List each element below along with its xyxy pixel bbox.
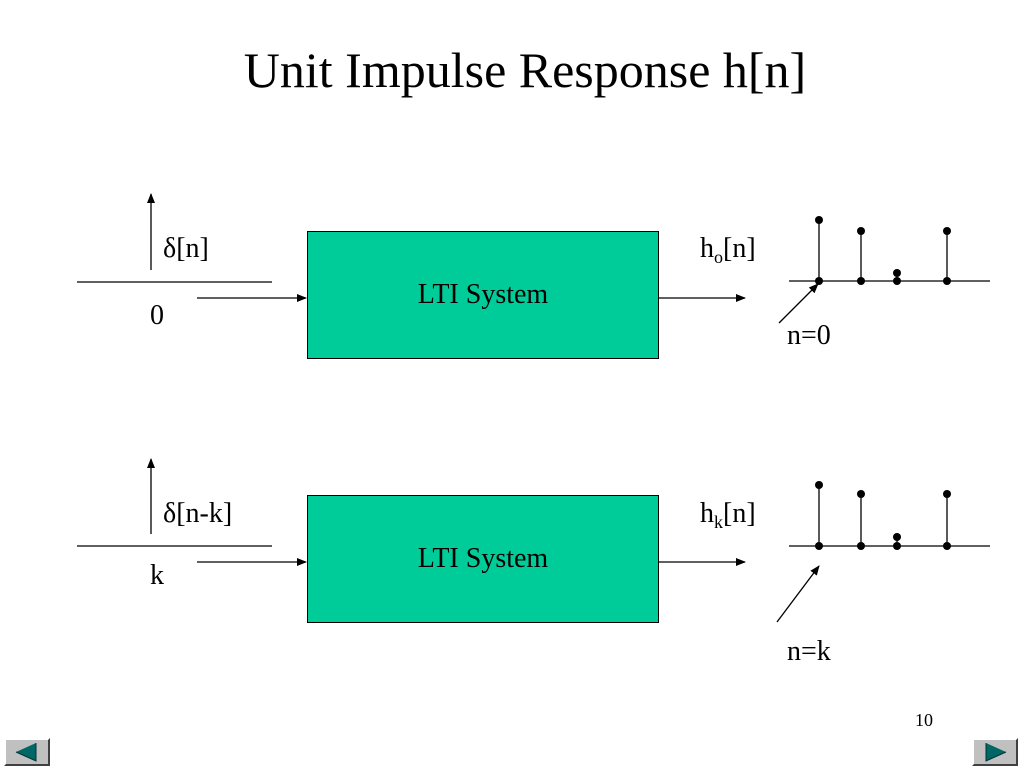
input-signal-label-top: δ[n]	[163, 233, 209, 264]
input-position-label-top: 0	[150, 300, 164, 331]
slide-title: Unit Impulse Response h[n]	[243, 42, 807, 98]
lti-system-label-bottom: LTI System	[417, 543, 549, 574]
page-number: 10	[915, 710, 933, 730]
annotation-top: n=0	[787, 320, 831, 351]
annotation-bottom: n=k	[787, 636, 831, 667]
output-signal-label-bottom: hk[n]	[700, 498, 756, 532]
lti-system-label-top: LTI System	[417, 279, 549, 310]
input-signal-label-bottom: δ[n-k]	[163, 498, 233, 529]
previous-slide-button[interactable]	[4, 738, 50, 766]
next-slide-button[interactable]	[972, 738, 1018, 766]
response-stems-top	[815, 216, 951, 285]
lti-system-box-bottom: LTI System	[307, 495, 659, 623]
triangle-left-icon	[15, 743, 37, 762]
origin-pointer-top	[778, 283, 819, 324]
triangle-right-icon	[985, 743, 1007, 762]
output-signal-label-top: ho[n]	[700, 233, 756, 267]
origin-pointer-bottom	[776, 565, 820, 623]
response-stems-bottom	[815, 481, 951, 550]
input-position-label-bottom: k	[150, 560, 164, 591]
lti-system-box-top: LTI System	[307, 231, 659, 359]
